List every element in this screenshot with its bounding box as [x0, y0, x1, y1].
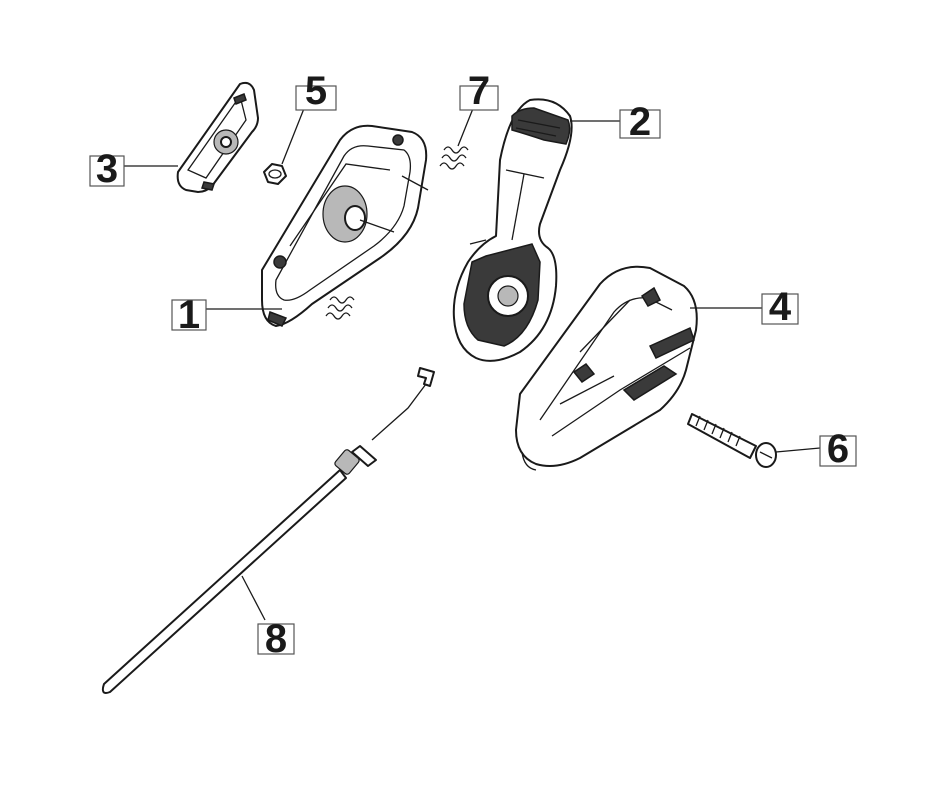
- callout-7: 7: [459, 69, 499, 113]
- callout-5: 5: [295, 69, 337, 113]
- callout-4-label: 4: [769, 285, 792, 329]
- callout-8: 8: [257, 617, 295, 661]
- part-4-outer-housing: [515, 265, 698, 471]
- callout-2: 2: [619, 100, 661, 144]
- part-8-cable: [101, 367, 435, 694]
- part-6-screw: [687, 413, 777, 468]
- part-1-inner-housing: [261, 124, 429, 327]
- callout-1-label: 1: [178, 293, 200, 337]
- part-3-cover-plate: [176, 81, 259, 193]
- callout-1: 1: [171, 293, 207, 337]
- part-5-nut: [263, 163, 287, 185]
- part-7-spring-upper: [439, 146, 469, 170]
- part-2-lever: [452, 98, 573, 362]
- leader-lines: [124, 105, 821, 621]
- callout-5-label: 5: [305, 69, 327, 113]
- callout-3: 3: [89, 147, 125, 191]
- callout-2-label: 2: [629, 100, 651, 144]
- callout-8-label: 8: [265, 617, 287, 661]
- callout-7-label: 7: [468, 69, 490, 113]
- callout-3-label: 3: [96, 147, 118, 191]
- callout-6-label: 6: [827, 427, 849, 471]
- callout-6: 6: [819, 427, 857, 471]
- part-7-spring-lower: [325, 296, 355, 320]
- callout-4: 4: [761, 285, 799, 329]
